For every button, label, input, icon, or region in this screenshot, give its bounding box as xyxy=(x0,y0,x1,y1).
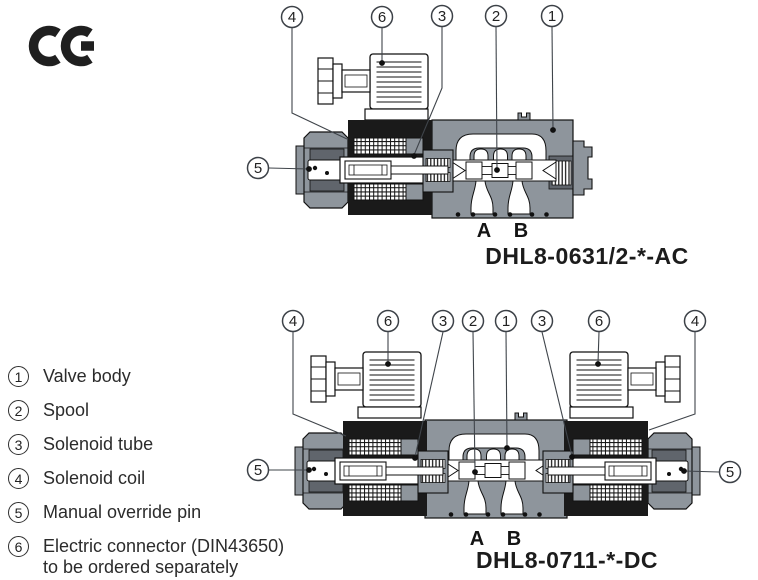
callout-bottom-3-right: 3 xyxy=(530,309,554,333)
callout-bottom-2: 2 xyxy=(461,309,485,333)
legend-item-electric-connector: 6 Electric connector (DIN43650) to be or… xyxy=(8,536,328,578)
callout-number: 3 xyxy=(438,8,446,25)
legend-item-solenoid-coil: 4 Solenoid coil xyxy=(8,468,328,489)
legend-item-manual-override-pin: 5 Manual override pin xyxy=(8,502,328,523)
legend-number-badge: 5 xyxy=(8,502,29,523)
callout-bottom-6-right: 6 xyxy=(587,309,611,333)
legend-item-label: Solenoid tube xyxy=(43,434,154,454)
callout-top-2: 2 xyxy=(484,4,508,28)
valve-section-single-solenoid: 4 6 3 2 1 5 A B xyxy=(246,4,593,242)
callout-number: 6 xyxy=(384,313,392,330)
legend-item-solenoid-tube: 3 Solenoid tube xyxy=(8,434,328,455)
legend-item-label: Electric connector (DIN43650) to be orde… xyxy=(43,536,284,578)
callout-top-3: 3 xyxy=(430,4,454,28)
legend-number-badge: 2 xyxy=(8,400,29,421)
valve-section-double-solenoid: 4 6 3 2 1 3 6 4 xyxy=(246,309,742,550)
callout-number: 5 xyxy=(254,462,262,479)
leader-lines xyxy=(268,26,556,173)
legend: 1 Valve body 2 Spool 3 Solenoid tube 4 S… xyxy=(8,366,328,580)
legend-item-label: Spool xyxy=(43,400,90,420)
callout-bottom-4-right: 4 xyxy=(683,309,707,333)
callout-number: 4 xyxy=(288,9,296,26)
electric-connector-right xyxy=(569,351,681,419)
callout-number: 2 xyxy=(469,313,477,330)
callout-bottom-3-left: 3 xyxy=(431,309,455,333)
callout-top-6: 6 xyxy=(370,5,394,29)
callout-bottom-6-left: 6 xyxy=(376,309,400,333)
callout-number: 5 xyxy=(726,464,734,481)
port-a-label: A xyxy=(477,220,491,242)
callout-top-4: 4 xyxy=(280,5,304,29)
legend-item-label: Manual override pin xyxy=(43,502,202,522)
electric-connector xyxy=(317,53,429,121)
callout-bottom-5-left: 5 xyxy=(246,458,270,482)
legend-number-badge: 4 xyxy=(8,468,29,489)
port-a-label: A xyxy=(470,528,484,550)
legend-item-label: Solenoid coil xyxy=(43,468,146,488)
callout-number: 1 xyxy=(502,313,510,330)
end-cap xyxy=(572,140,593,196)
callout-top-1: 1 xyxy=(540,4,564,28)
model-code-dc: DHL8-0711-*-DC xyxy=(475,547,659,573)
callout-number: 6 xyxy=(378,9,386,26)
legend-item-label-line1: Electric connector (DIN43650) xyxy=(43,536,285,556)
callout-number: 5 xyxy=(254,160,262,177)
callout-number: 3 xyxy=(538,313,546,330)
callout-top-5: 5 xyxy=(246,156,270,180)
callout-bottom-1: 1 xyxy=(494,309,518,333)
legend-item-label-line2: to be ordered separately xyxy=(43,557,239,577)
legend-item-valve-body: 1 Valve body xyxy=(8,366,328,387)
legend-item-spool: 2 Spool xyxy=(8,400,328,421)
legend-number-badge: 3 xyxy=(8,434,29,455)
callout-number: 6 xyxy=(595,313,603,330)
callout-bottom-4-left: 4 xyxy=(281,309,305,333)
legend-number-badge: 1 xyxy=(8,366,29,387)
ce-mark xyxy=(28,25,94,67)
legend-number-badge: 6 xyxy=(8,536,29,557)
leader-lines xyxy=(269,331,720,475)
port-b-label: B xyxy=(514,220,528,242)
legend-item-label: Valve body xyxy=(43,366,131,386)
callout-number: 1 xyxy=(548,8,556,25)
model-code-ac: DHL8-0631/2-*-AC xyxy=(485,243,689,269)
callout-number: 2 xyxy=(492,8,500,25)
callout-number: 4 xyxy=(691,313,699,330)
callout-number: 4 xyxy=(289,313,297,330)
callout-bottom-5-right: 5 xyxy=(718,460,742,484)
port-b-label: B xyxy=(507,528,521,550)
callout-number: 3 xyxy=(439,313,447,330)
